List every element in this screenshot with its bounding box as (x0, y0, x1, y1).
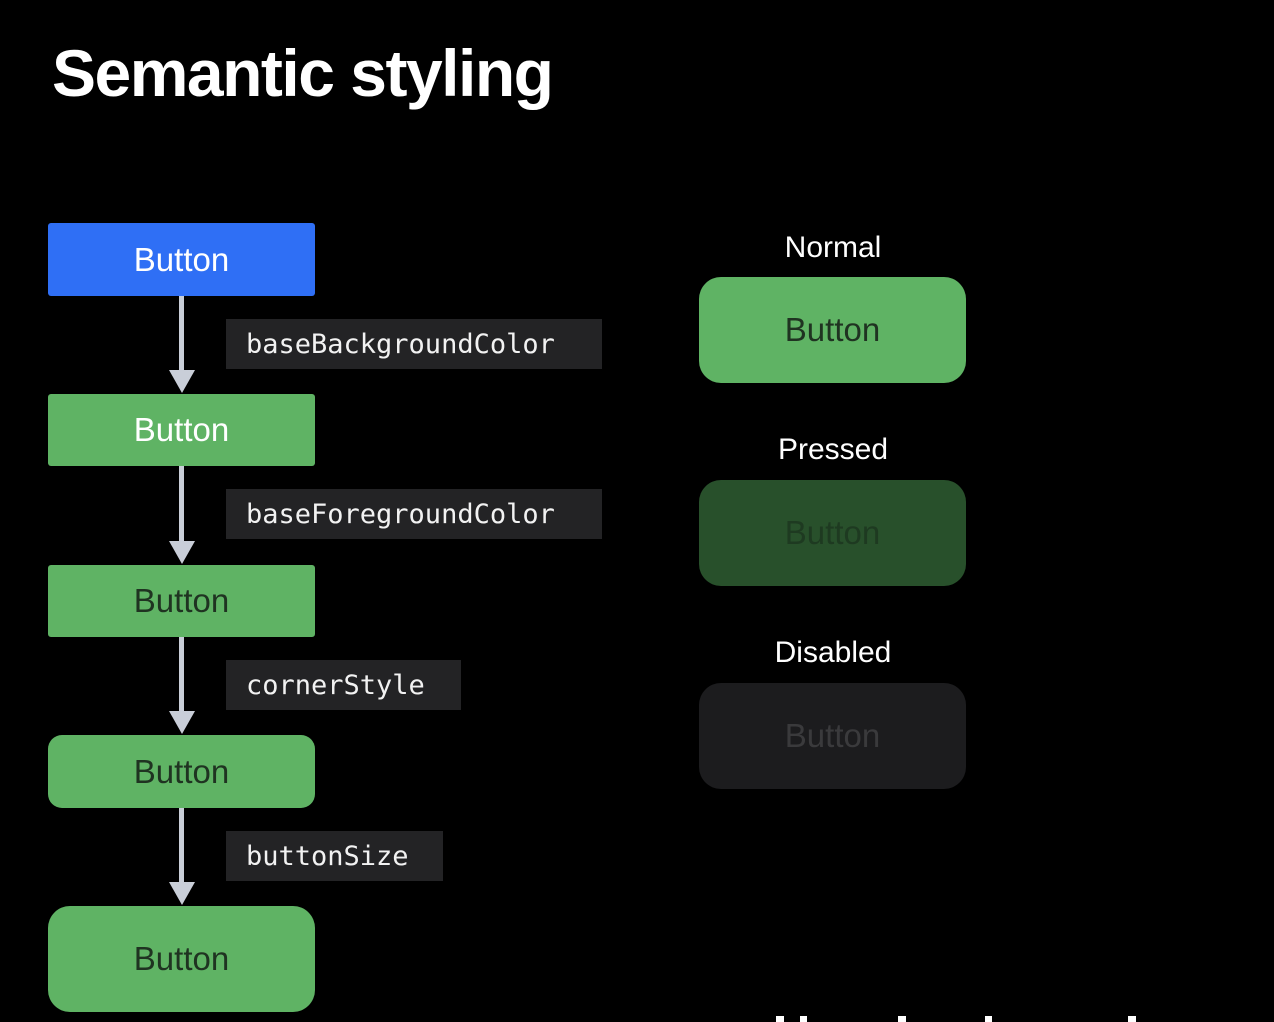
cutoff-text-fragment (985, 1016, 992, 1022)
flow-arrow-3-head (169, 711, 195, 734)
flow-arrow-3 (179, 637, 184, 713)
property-tag-button-size: buttonSize (226, 831, 443, 881)
cutoff-text-fragment (898, 1016, 906, 1022)
flow-arrow-4 (179, 808, 184, 884)
slide-title: Semantic styling (52, 36, 554, 110)
state-button-normal[interactable]: Button (699, 277, 966, 383)
flow-arrow-2 (179, 466, 184, 543)
flow-arrow-1 (179, 296, 184, 372)
state-button-disabled: Button (699, 683, 966, 789)
flow-arrow-2-head (169, 541, 195, 564)
property-tag-base-foreground-color: baseForegroundColor (226, 489, 602, 539)
property-tag-corner-style: cornerStyle (226, 660, 461, 710)
chain-button-corner-style[interactable]: Button (48, 735, 315, 808)
cutoff-text-fragment (776, 1016, 784, 1022)
flow-arrow-4-head (169, 882, 195, 905)
state-label-pressed: Pressed (777, 433, 889, 466)
chain-button-foreground-color[interactable]: Button (48, 565, 315, 637)
state-label-normal: Normal (784, 231, 882, 264)
chain-button-default[interactable]: Button (48, 223, 315, 296)
flow-arrow-1-head (169, 370, 195, 393)
property-tag-base-background-color: baseBackgroundColor (226, 319, 602, 369)
state-label-disabled: Disabled (774, 636, 892, 669)
chain-button-background-color[interactable]: Button (48, 394, 315, 466)
chain-button-size[interactable]: Button (48, 906, 315, 1012)
cutoff-text-fragment (800, 1016, 807, 1022)
state-button-pressed[interactable]: Button (699, 480, 966, 586)
cutoff-text-fragment (1128, 1016, 1136, 1022)
